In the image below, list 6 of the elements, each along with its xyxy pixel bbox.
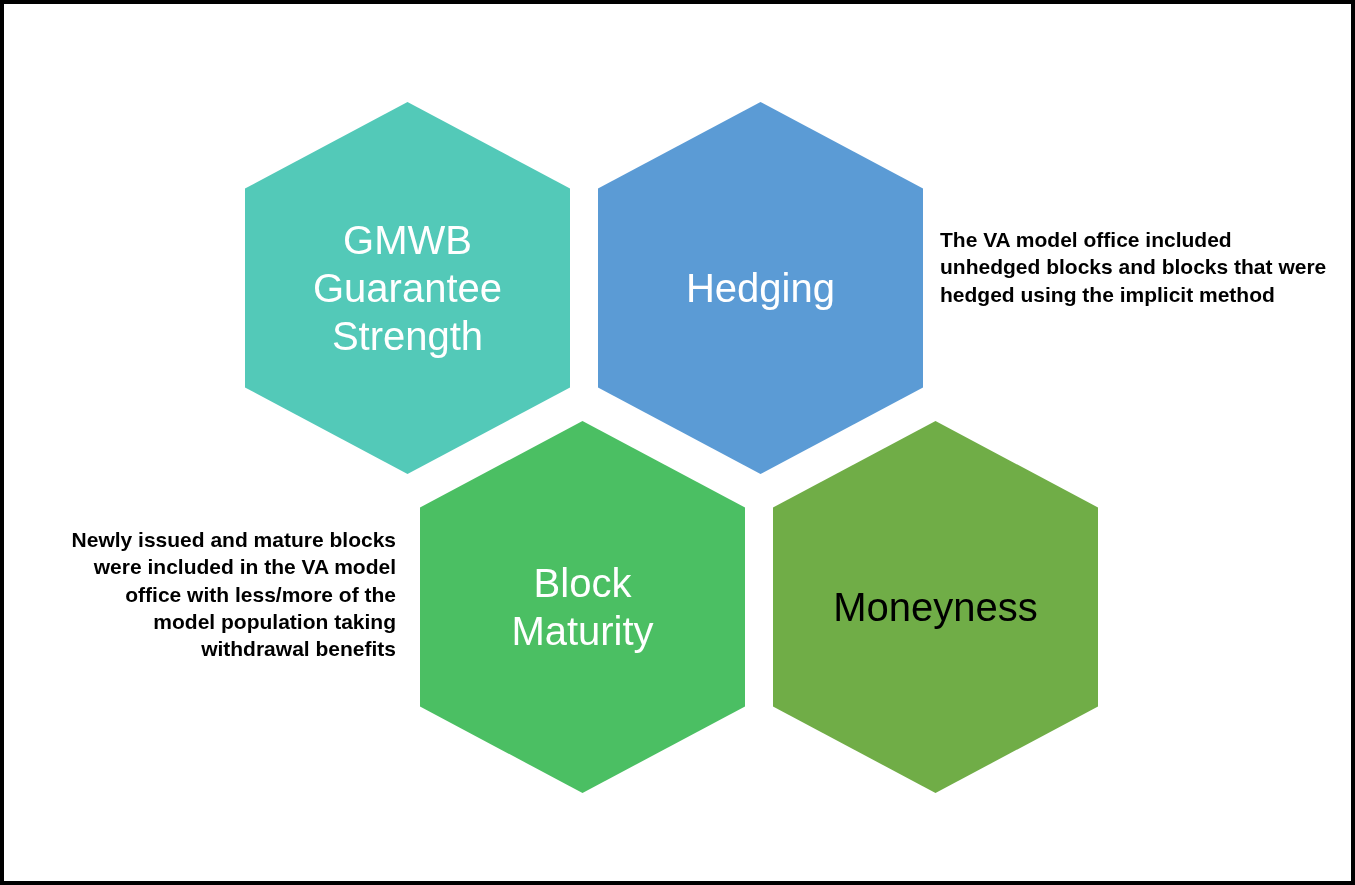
hexagon-label: Moneyness bbox=[832, 584, 1039, 631]
description-text: Newly issued and mature blocks were included in the VA model office with less/more of the model population taking withdrawal benefits bbox=[70, 527, 396, 663]
description-text: The VA model office included unhedged blocks and blocks that were hedged using the implicit method bbox=[940, 227, 1328, 308]
hexagon-label: Block Maturity bbox=[510, 560, 655, 655]
hexagon-label: GMWB Guarantee Strength bbox=[312, 217, 503, 360]
hexagon-label: Hedging bbox=[685, 265, 836, 312]
